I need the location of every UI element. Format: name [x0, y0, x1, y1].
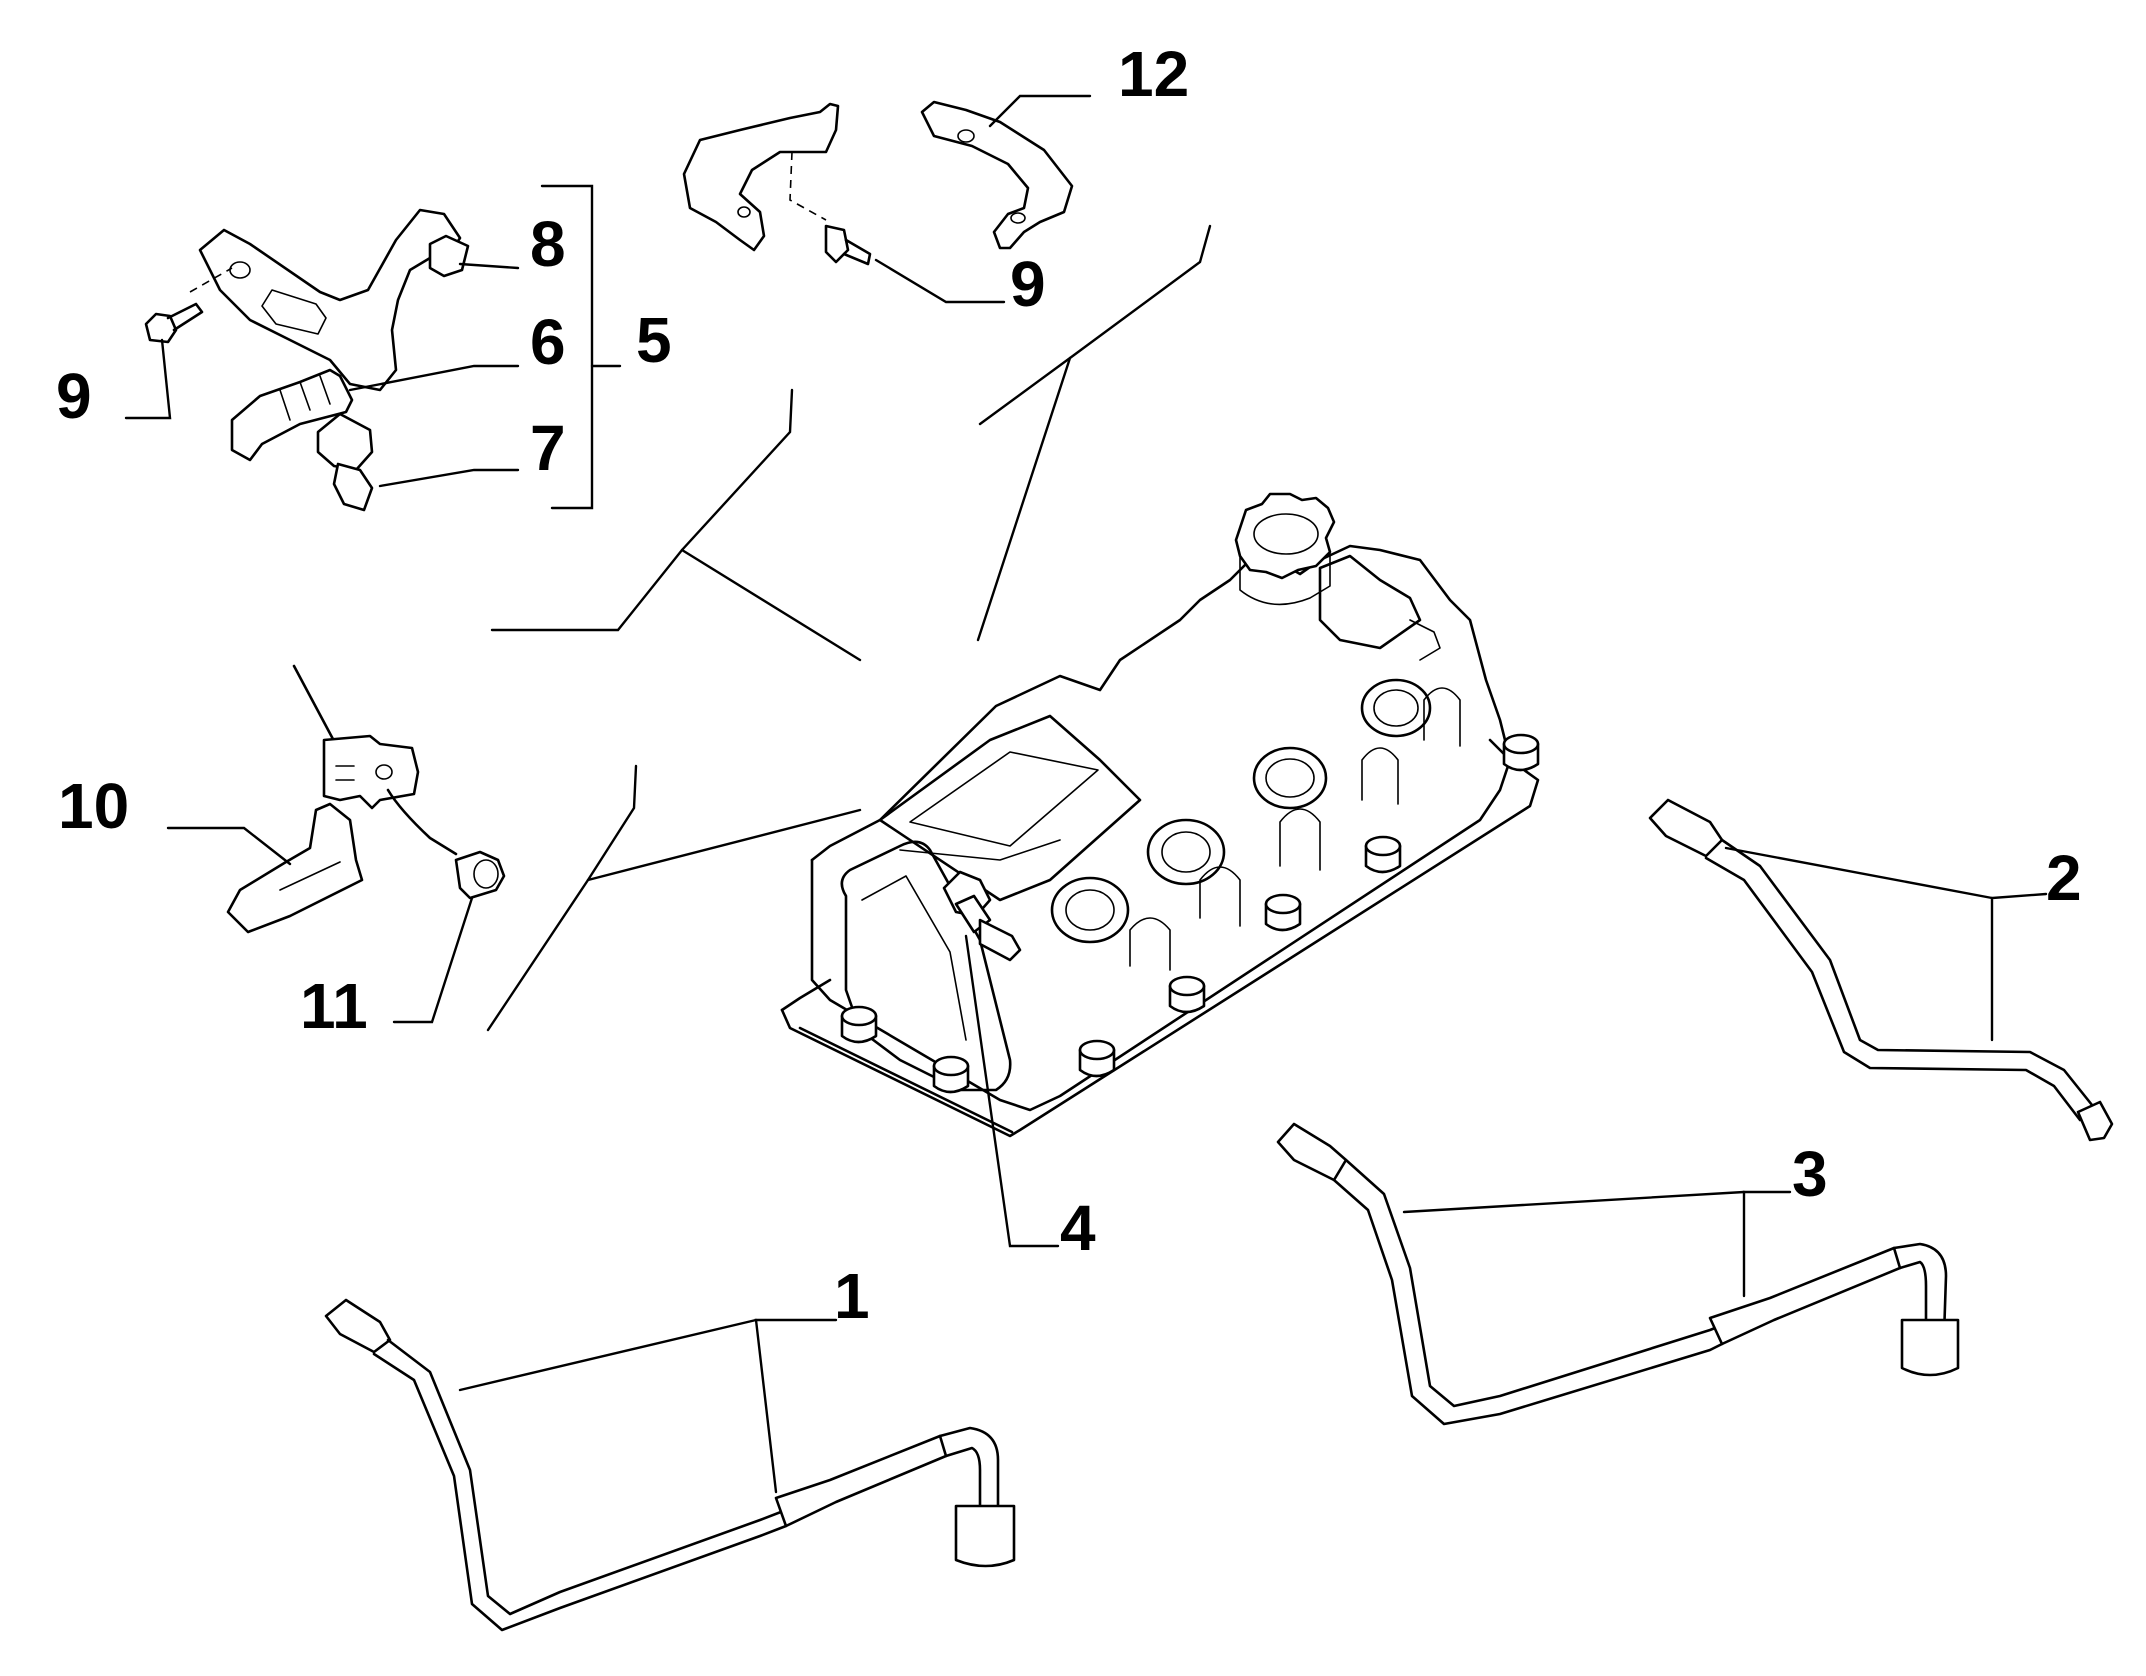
mounting-bracket-10 [226, 664, 420, 934]
callout-1: 1 [834, 1260, 870, 1332]
callout-8: 8 [530, 208, 566, 280]
valve-cover [780, 492, 1540, 1138]
leader-lines [124, 94, 2048, 1494]
pipe-1 [324, 1298, 1016, 1632]
bracket-sensor-assembly [198, 208, 470, 512]
cover-bolts [840, 733, 1540, 1094]
callout-2: 2 [2046, 842, 2082, 914]
callout-7: 7 [530, 412, 566, 484]
temperature-sensor [942, 870, 1022, 962]
oil-filler-cap [1234, 492, 1336, 606]
callout-5: 5 [636, 304, 672, 376]
callout-11: 11 [300, 970, 368, 1042]
bolt-left [144, 267, 233, 344]
callout-3: 3 [1792, 1138, 1828, 1210]
callout-4: 4 [1060, 1192, 1096, 1264]
callout-9-left: 9 [56, 360, 92, 432]
top-right-bracket [920, 100, 1074, 250]
bolt-top [824, 224, 872, 266]
callout-9-top: 9 [1010, 248, 1046, 320]
cap-11 [386, 788, 506, 900]
callout-10: 10 [58, 770, 129, 842]
callout-6: 6 [530, 306, 566, 378]
top-left-bracket [682, 102, 840, 252]
pipe-3 [1276, 1122, 1960, 1426]
pipe-2 [1648, 798, 2114, 1142]
spark-plug-wells [1050, 678, 1432, 944]
callout-12: 12 [1118, 38, 1189, 110]
callout-labels: 1 2 3 4 5 6 7 8 9 9 10 11 12 [56, 38, 2082, 1332]
